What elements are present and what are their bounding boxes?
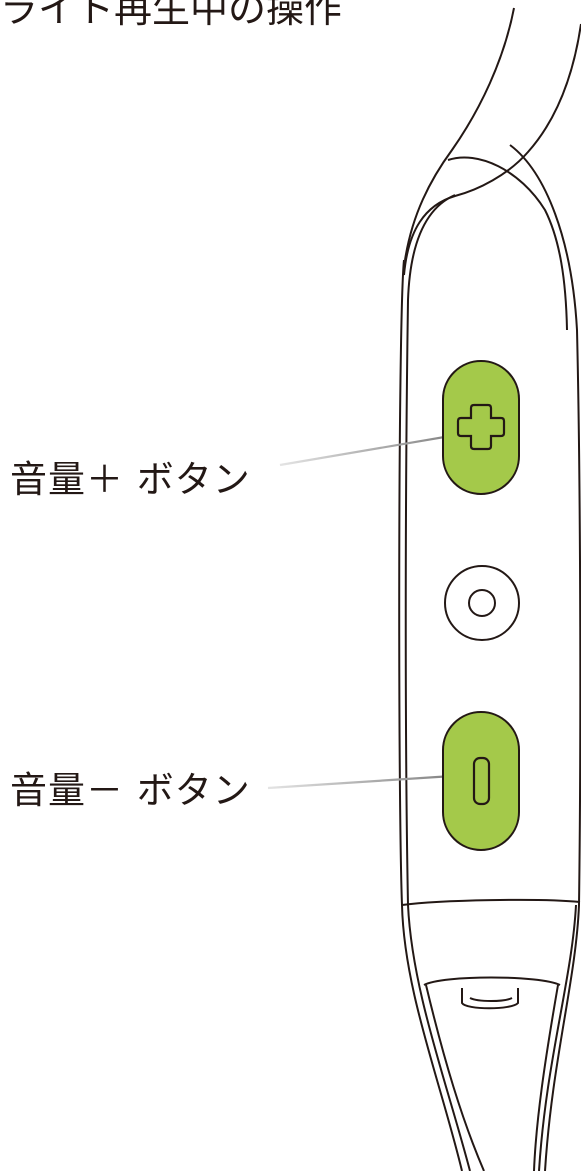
volume-up-button[interactable]: [442, 360, 520, 495]
center-button[interactable]: [444, 565, 520, 641]
volume-down-button[interactable]: [442, 711, 520, 851]
plus-icon: [456, 403, 506, 451]
leader-line-volume-down: [267, 773, 469, 790]
leader-line-volume-up: [279, 431, 469, 467]
volume-up-label: 音量＋ ボタン: [10, 458, 251, 501]
minus-icon: [472, 756, 491, 806]
page-title: ライト再生中の操作: [0, 0, 343, 31]
neckband-top: [403, 7, 581, 276]
volume-down-label: 音量－ ボタン: [10, 769, 251, 812]
circle-icon: [468, 589, 496, 617]
control-module: [398, 144, 581, 906]
cable-lower: [401, 904, 580, 1171]
